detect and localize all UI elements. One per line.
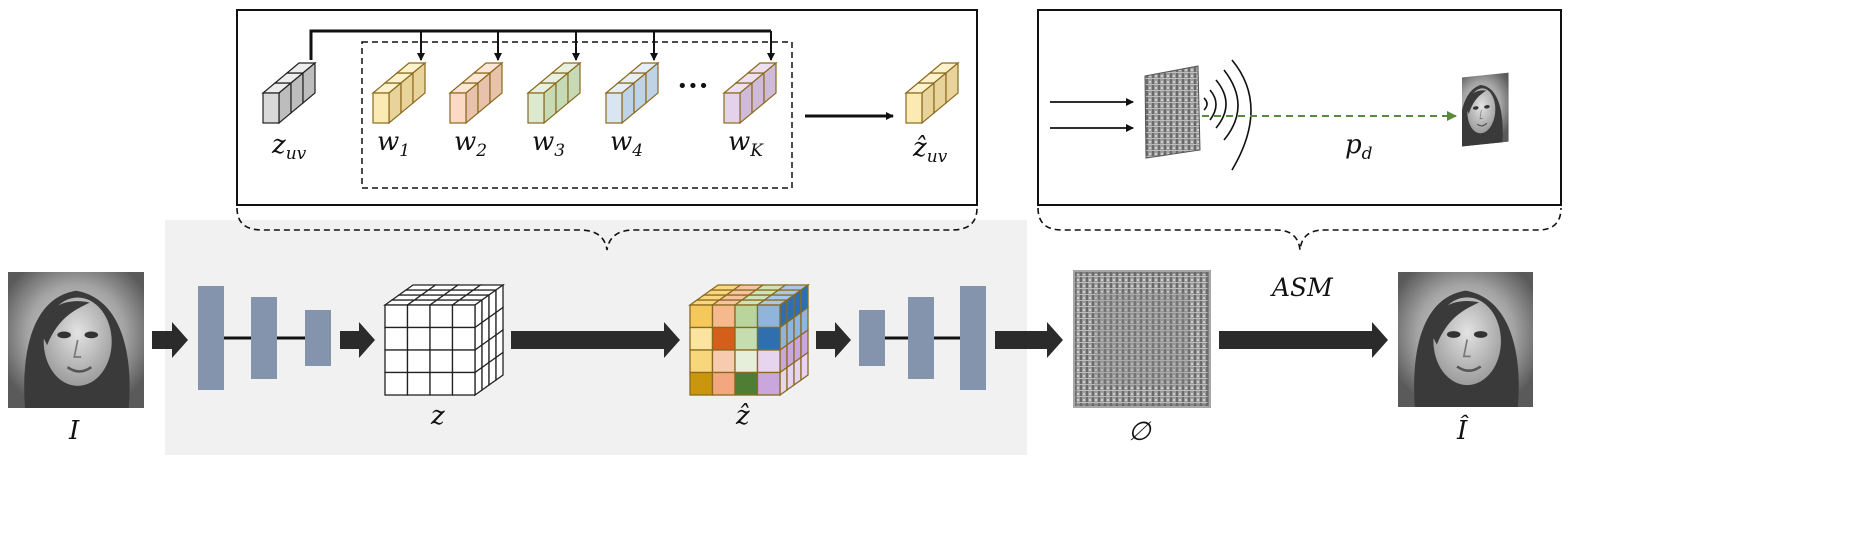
arrow-latent-to-quantized	[511, 322, 680, 358]
output-vector-block	[904, 61, 960, 125]
phase-label: ∅	[1128, 417, 1152, 447]
output-face-image	[1398, 272, 1533, 407]
codebook-box	[236, 9, 978, 206]
pipeline-arrows	[152, 322, 1388, 358]
propagation-box	[1037, 9, 1562, 206]
encoder-layer-3	[305, 310, 331, 366]
decoder-layer-1	[859, 310, 885, 366]
codebook-entry-4	[604, 61, 660, 125]
codebook-entry-label-2: w2	[454, 127, 487, 161]
codebook-entry-label-1: w1	[377, 127, 410, 161]
codebook-entry-5	[722, 61, 778, 125]
reconstructed-hologram-image	[1453, 73, 1509, 148]
quantized-label: ẑ	[735, 401, 750, 431]
encoder	[198, 286, 331, 390]
codebook-entry-label-4: w4	[610, 127, 643, 161]
phase-mask-slm	[1144, 65, 1201, 159]
arrow-decoder-to-phase	[995, 322, 1063, 358]
latent-label: z	[430, 401, 445, 431]
codebook-entry-label-5: wK	[728, 127, 764, 161]
wavefront-arcs	[1203, 59, 1252, 171]
encoder-layer-2	[251, 297, 277, 379]
brace-propagation	[1037, 207, 1562, 251]
output-image-label: Î	[1456, 414, 1469, 446]
input-vector-block	[261, 61, 317, 125]
incident-light-arrows	[1050, 98, 1134, 132]
input-face-image	[8, 272, 144, 408]
arrow-encoder-to-latent	[340, 322, 375, 358]
latent-cube	[382, 283, 506, 397]
output-vector-label: ẑuv	[912, 133, 948, 167]
decoder-layer-3	[960, 286, 986, 390]
lookup-connectors	[309, 29, 771, 60]
decoder	[859, 286, 986, 390]
codebook-entry-3	[526, 61, 582, 125]
lookup-arrows	[417, 31, 775, 61]
codebook-entry-label-3: w3	[532, 127, 565, 161]
codebook-ellipsis: •••	[677, 76, 709, 97]
phase-map-image	[1073, 270, 1211, 408]
encoder-layer-1	[198, 286, 224, 390]
arrow-quantized-to-decoder	[816, 322, 851, 358]
codebook-entry-2	[448, 61, 504, 125]
input-vector-label: zuv	[271, 130, 307, 164]
arrow-input-to-encoder	[152, 322, 188, 358]
input-image-label: I	[68, 416, 80, 446]
propagation-label: pd	[1345, 130, 1373, 164]
codebook-entry-1	[371, 61, 427, 125]
quantized-cube	[687, 283, 811, 397]
brace-codebook	[236, 207, 978, 251]
decoder-layer-2	[908, 297, 934, 379]
arrow-asm-propagation	[1219, 322, 1388, 358]
asm-label: ASM	[1270, 273, 1334, 302]
